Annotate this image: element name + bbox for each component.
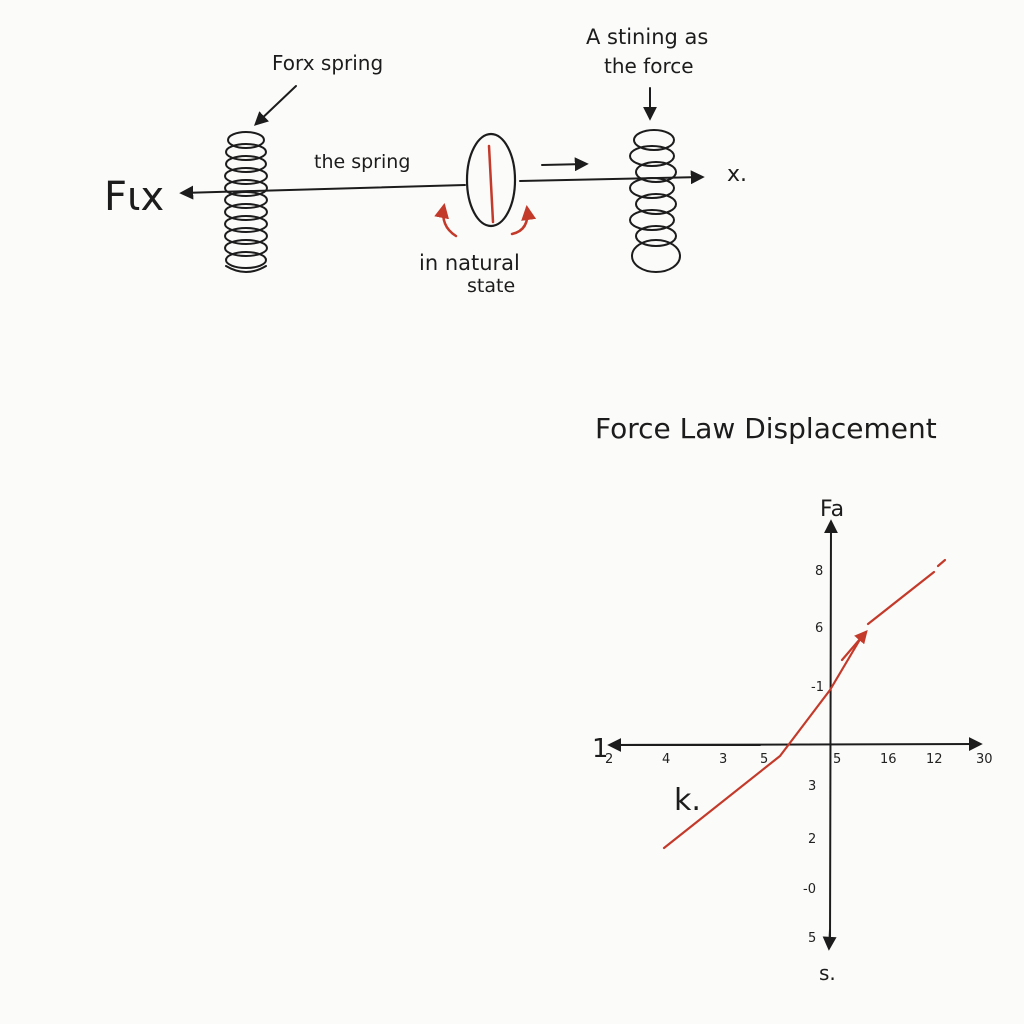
x-tick-label: 12: [926, 752, 943, 767]
force-line: [662, 558, 947, 850]
y-tick-label: 3: [808, 779, 816, 794]
y-tick-label: 2: [808, 832, 816, 847]
label-x-axis: x.: [727, 162, 747, 187]
y-tick-label: -1: [811, 680, 824, 695]
red-curved-arrows-icon: [434, 203, 537, 238]
y-axis: [823, 519, 838, 946]
y-axis-down-arrow: [822, 929, 837, 951]
label-bottom-line2: state: [467, 275, 515, 297]
pointer-arrow-left-spring: [253, 85, 297, 126]
x-tick-label: 16: [880, 752, 897, 767]
x-tick-label: 5: [760, 752, 768, 767]
y-axis-label: Fa: [820, 497, 844, 522]
label-top-right-line2: the force: [604, 54, 694, 78]
right-spring-icon: [629, 129, 681, 273]
x-tick-label: 4: [662, 752, 670, 767]
y-tick-label: 8: [815, 564, 823, 579]
label-bottom-line1: in natural: [419, 251, 520, 275]
x-axis-arrow-right: [519, 170, 705, 185]
y-tick-label: 5: [808, 931, 816, 946]
force-arrow-left: [179, 184, 466, 200]
y-tick-labels: 8 6 -1 3 2 -0 5: [803, 564, 824, 946]
line-label: k.: [674, 783, 701, 818]
left-axis-label: 1: [592, 734, 609, 764]
x-tick-label: 2: [605, 752, 613, 767]
force-graph: Force Law Displacement Fa s. 1 k. 2 4 3 …: [592, 412, 993, 985]
x-tick-label: 30: [976, 752, 993, 767]
x-tick-labels: 2 4 3 5 5 16 12 30: [605, 752, 993, 767]
x-tick-label: 5: [833, 752, 841, 767]
graph-title: Force Law Displacement: [595, 412, 937, 445]
y-tick-label: 6: [815, 621, 823, 636]
spring-diagram: Fιx Forx spring A stining as the force t…: [104, 25, 747, 297]
direction-arrow: [541, 157, 589, 172]
force-line-tip: [936, 558, 947, 568]
label-top-left: Forx spring: [272, 51, 383, 75]
bottom-axis-label: s.: [819, 961, 836, 985]
force-line-arrow: [840, 629, 868, 662]
force-line-lower: [662, 634, 864, 850]
x-tick-label: 3: [719, 752, 727, 767]
label-left: Fιx: [104, 174, 164, 220]
left-spring-icon: [224, 131, 268, 273]
mass-icon: [465, 132, 517, 228]
y-tick-label: -0: [803, 882, 816, 897]
label-middle: the spring: [314, 151, 410, 173]
label-top-right-line1: A stining as: [586, 25, 708, 49]
force-line-upper: [866, 570, 936, 626]
